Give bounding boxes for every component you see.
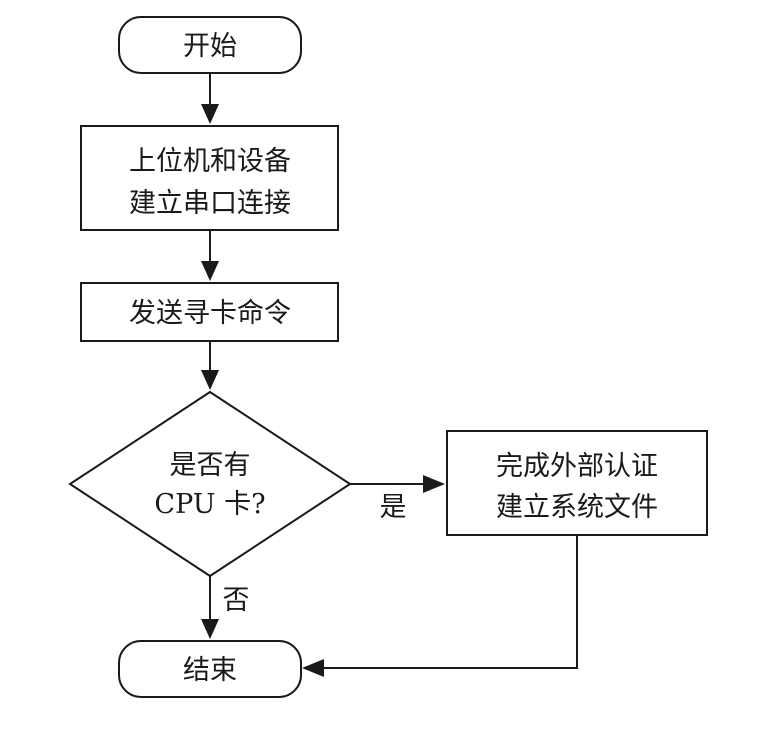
arrowhead-auth-to-end: [302, 659, 324, 677]
arrowhead-send-to-decision: [201, 370, 219, 390]
arrow-auth-to-end: [322, 535, 578, 669]
decision-label-line1: 是否有: [170, 450, 251, 481]
end-label: 结束: [183, 655, 237, 686]
connect-label-line2: 建立串口连接: [129, 188, 291, 219]
yes-label: 是: [380, 492, 407, 523]
auth-label-line1: 完成外部认证: [496, 451, 658, 482]
start-label: 开始: [183, 31, 237, 62]
auth-label-line2: 建立系统文件: [496, 492, 658, 523]
arrowhead-connect-to-send: [201, 261, 219, 281]
send-command-label: 发送寻卡命令: [129, 298, 291, 329]
arrowhead-decision-to-end: [201, 619, 219, 639]
connect-label-line1: 上位机和设备: [129, 146, 291, 177]
decision-label-line2: CPU 卡?: [154, 489, 265, 520]
auth-process-box: [446, 430, 708, 536]
arrowhead-start-to-connect: [201, 104, 219, 124]
arrowhead-decision-to-auth: [423, 475, 445, 493]
connect-process-box: [80, 125, 339, 231]
end-terminal: [118, 640, 302, 698]
cpu-card-decision: [68, 390, 352, 578]
no-label: 否: [223, 585, 250, 616]
